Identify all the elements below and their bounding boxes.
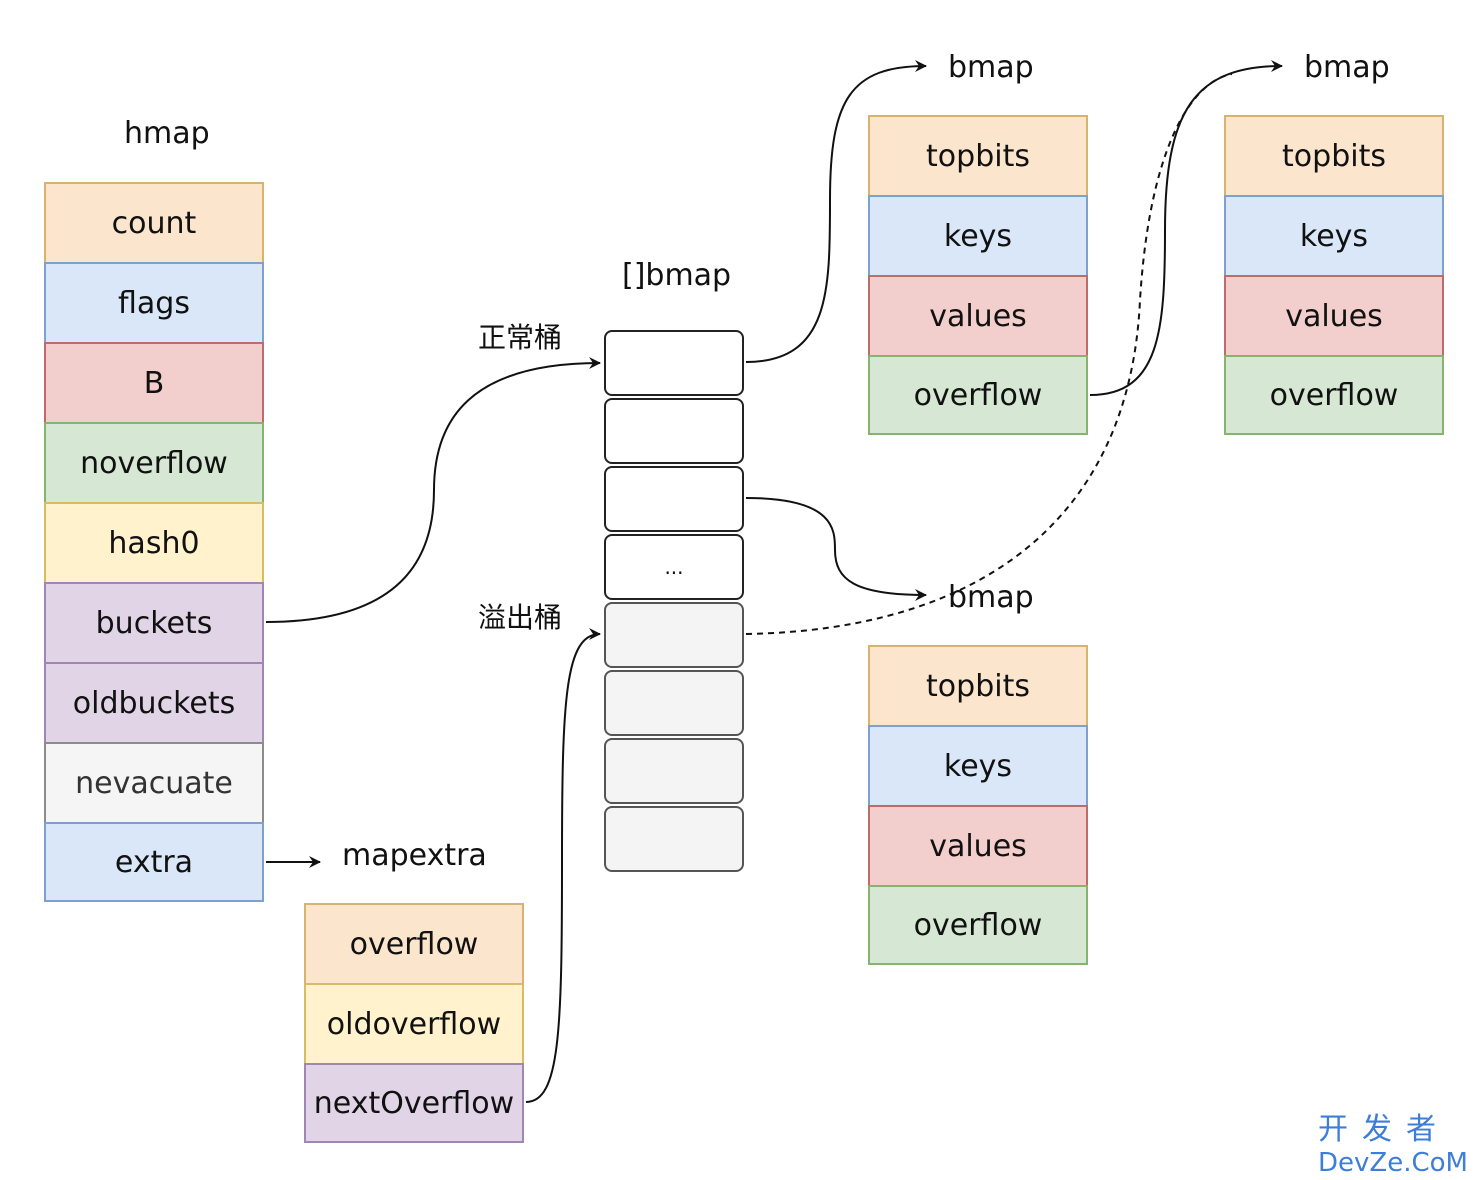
bucket-slot xyxy=(604,466,744,532)
hmap-title: hmap xyxy=(124,116,210,151)
bucket-slot xyxy=(604,330,744,396)
bucket-slot-ellipsis: ... xyxy=(604,534,744,600)
dashed-overflow-bucket-to-bmap-right xyxy=(745,73,1233,635)
bmap-top-struct: topbits keys values overflow xyxy=(868,115,1088,435)
hmap-field-noverflow: noverflow xyxy=(44,422,264,502)
mapextra-struct: overflow oldoverflow nextOverflow xyxy=(304,903,524,1143)
bmap-field-topbits: topbits xyxy=(868,645,1088,725)
overflow-bucket-slot xyxy=(604,806,744,872)
overflow-bucket-label: 溢出桶 xyxy=(478,601,563,634)
hmap-field-count: count xyxy=(44,182,264,262)
bmap-field-keys: keys xyxy=(868,195,1088,275)
mapextra-field-oldoverflow: oldoverflow xyxy=(304,983,524,1063)
mapextra-field-nextoverflow: nextOverflow xyxy=(304,1063,524,1143)
arrow-bucket1-to-bmap-top xyxy=(745,60,927,363)
mapextra-field-overflow: overflow xyxy=(304,903,524,983)
overflow-bucket-slot xyxy=(604,670,744,736)
bmap-mid-title: bmap xyxy=(948,580,1034,615)
bmap-field-values: values xyxy=(1224,275,1444,355)
normal-bucket-label: 正常桶 xyxy=(478,321,563,354)
arrow-buckets-to-normal-bucket xyxy=(265,357,601,623)
hmap-field-extra: extra xyxy=(44,822,264,902)
overflow-bucket-slot xyxy=(604,738,744,804)
bmap-field-values: values xyxy=(868,275,1088,355)
bmap-field-keys: keys xyxy=(1224,195,1444,275)
bmap-field-overflow: overflow xyxy=(1224,355,1444,435)
watermark-en-text: DevZe.CoM xyxy=(1318,1148,1468,1178)
hmap-field-buckets: buckets xyxy=(44,582,264,662)
arrow-bucket3-to-bmap-mid xyxy=(745,497,927,601)
hmap-field-b: B xyxy=(44,342,264,422)
bmap-field-overflow: overflow xyxy=(868,885,1088,965)
bucket-array-title: []bmap xyxy=(622,258,732,293)
bmap-field-topbits: topbits xyxy=(1224,115,1444,195)
bmap-field-values: values xyxy=(868,805,1088,885)
bucket-slot xyxy=(604,398,744,464)
arrow-nextoverflow-to-overflow-bucket xyxy=(525,628,601,1103)
bmap-field-overflow: overflow xyxy=(868,355,1088,435)
bmap-right-title: bmap xyxy=(1304,50,1390,85)
bmap-mid-struct: topbits keys values overflow xyxy=(868,645,1088,965)
bmap-field-keys: keys xyxy=(868,725,1088,805)
hmap-field-hash0: hash0 xyxy=(44,502,264,582)
bmap-top-title: bmap xyxy=(948,50,1034,85)
hmap-field-flags: flags xyxy=(44,262,264,342)
arrow-overflow-to-bmap-right xyxy=(1089,60,1283,396)
watermark-cn-text: 开发者 xyxy=(1318,1112,1450,1147)
hmap-field-oldbuckets: oldbuckets xyxy=(44,662,264,742)
hmap-field-nevacuate: nevacuate xyxy=(44,742,264,822)
hmap-struct: count flags B noverflow hash0 buckets ol… xyxy=(44,182,264,902)
mapextra-title: mapextra xyxy=(342,838,487,873)
watermark-logo: 开发者 DevZe.CoM xyxy=(1318,1112,1468,1178)
bmap-field-topbits: topbits xyxy=(868,115,1088,195)
overflow-bucket-slot xyxy=(604,602,744,668)
bmap-right-struct: topbits keys values overflow xyxy=(1224,115,1444,435)
